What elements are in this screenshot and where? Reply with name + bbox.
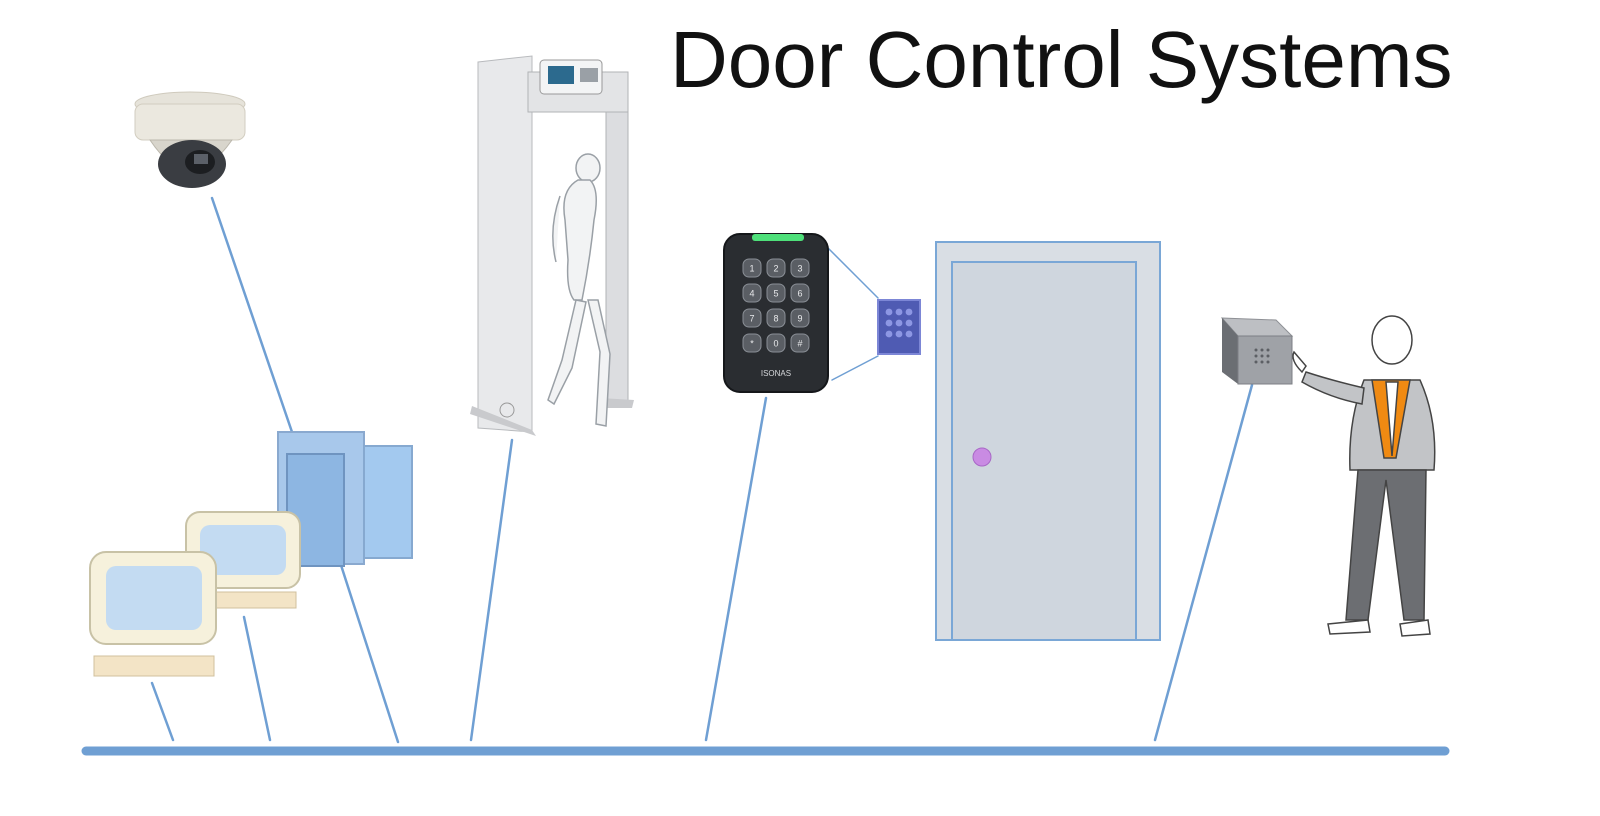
keypad-keys: 1 2 3 4 5 6 7 8 9 * 0 #	[742, 258, 810, 353]
keypad-key-label: 3	[797, 264, 802, 274]
keypad-key: *	[742, 333, 762, 353]
walking-person-figure	[547, 153, 611, 427]
door-icon	[935, 241, 1161, 641]
keypad-key: 1	[742, 258, 762, 278]
businessman-icon	[1292, 315, 1436, 637]
door-knob	[972, 447, 992, 467]
mini-keypad-icon	[877, 299, 921, 355]
reader-brand: ISONAS	[761, 369, 791, 378]
workstation2-link-line	[242, 615, 272, 742]
keypad-key: 8	[766, 308, 786, 328]
metal-detector-link-line	[469, 438, 514, 742]
keypad-to-mini-line-top	[821, 241, 879, 299]
page-title: Door Control Systems	[670, 15, 1453, 104]
keypad-key: 7	[742, 308, 762, 328]
keypad-key-label: 1	[749, 264, 754, 274]
keypad-key-label: 9	[797, 314, 802, 324]
keypad-key: 3	[790, 258, 810, 278]
keypad-key: 0	[766, 333, 786, 353]
workstation1-link-line	[150, 681, 175, 742]
keypad-key: 5	[766, 283, 786, 303]
keypad-key: 2	[766, 258, 786, 278]
keypad-reader-icon: 1 2 3 4 5 6 7 8 9 * 0 # ISONAS	[723, 233, 829, 393]
workstation-icon	[89, 511, 301, 677]
keypad-to-mini-line-bottom	[831, 355, 879, 381]
server-link-line	[338, 560, 400, 744]
intercom-box-icon	[1220, 317, 1294, 385]
keypad-key-label: 0	[773, 339, 778, 349]
keypad-key-label: #	[797, 339, 802, 349]
camera-link-line	[210, 196, 294, 434]
keypad-key-label: *	[750, 339, 754, 349]
keypad-key: 4	[742, 283, 762, 303]
intercom-link-line	[1153, 383, 1254, 742]
keypad-key: 9	[790, 308, 810, 328]
walk-through-metal-detector-icon	[470, 55, 634, 436]
keypad-key: 6	[790, 283, 810, 303]
keypad-key-label: 7	[749, 314, 754, 324]
keypad-key-label: 4	[749, 289, 754, 299]
keypad-key: #	[790, 333, 810, 353]
keypad-key-label: 8	[773, 314, 778, 324]
keypad-link-line	[704, 396, 768, 742]
keypad-key-label: 5	[773, 289, 778, 299]
keypad-key-label: 2	[773, 264, 778, 274]
keypad-key-label: 6	[797, 289, 802, 299]
dome-camera-icon	[134, 91, 246, 188]
connection-lines	[150, 196, 1254, 744]
